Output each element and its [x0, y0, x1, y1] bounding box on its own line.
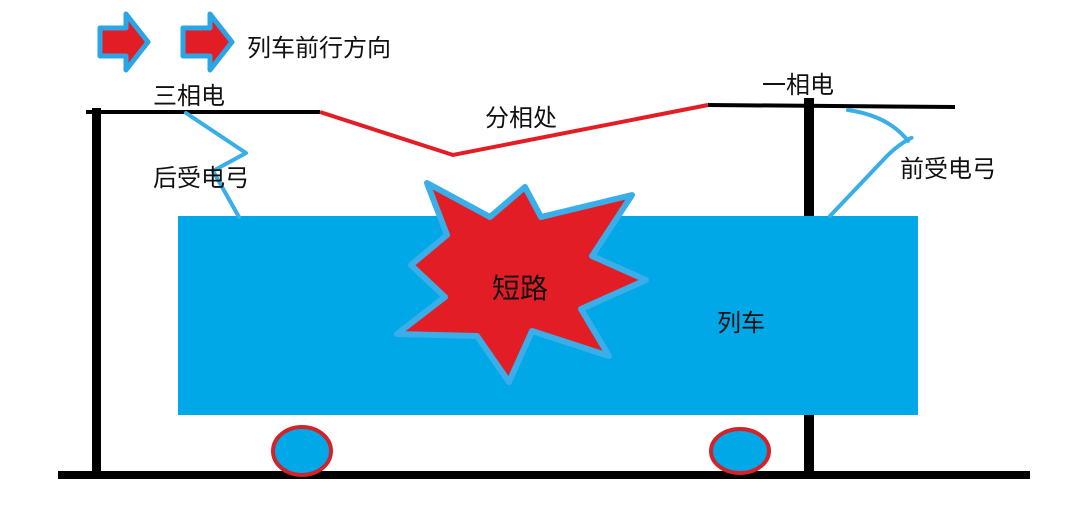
short-circuit-label: 短路	[492, 272, 548, 305]
neutral-section-wire	[319, 103, 709, 158]
right-arrow-icon	[97, 11, 151, 73]
left-pole	[92, 108, 101, 478]
front-wheel	[709, 427, 771, 475]
left-phase-label: 三相电	[153, 82, 225, 110]
rear-pantograph-label: 后受电弓	[153, 164, 249, 192]
right-arrow-icon	[180, 11, 235, 73]
right-contact-wire	[707, 103, 956, 109]
right-phase-label: 一相电	[762, 71, 834, 99]
train-label: 列车	[717, 309, 765, 337]
neutral-section-label: 分相处	[485, 104, 557, 132]
front-pantograph	[828, 108, 914, 218]
direction-label: 列车前行方向	[247, 34, 391, 62]
front-pantograph-label: 前受电弓	[900, 155, 996, 183]
rear-pantograph	[184, 111, 248, 219]
rear-wheel	[271, 425, 333, 477]
ground-rail	[58, 471, 1030, 479]
short-circuit-burst	[394, 180, 649, 385]
